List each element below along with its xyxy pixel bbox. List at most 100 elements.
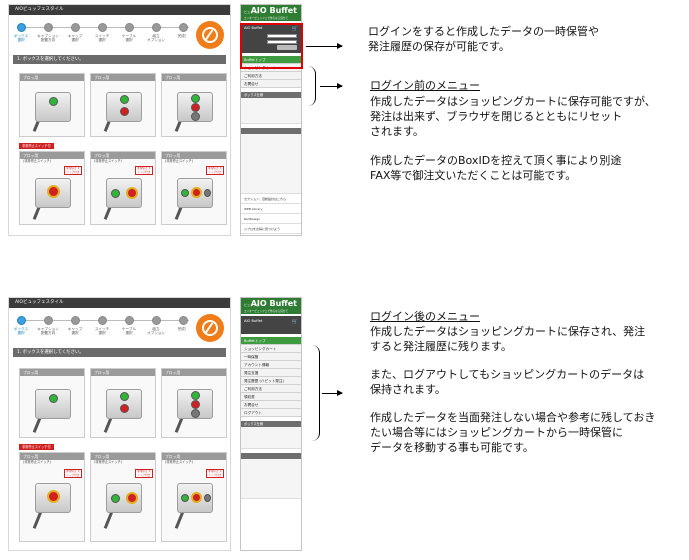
step-switch[interactable]: スイッチ 選択 — [90, 316, 114, 336]
green-button-icon — [111, 189, 120, 198]
menu-shopping-cart[interactable]: ショッピングカート — [241, 345, 301, 353]
menu-order-support[interactable]: 発注支援 — [241, 369, 301, 377]
box-card[interactable]: プロッ用 (非常停止スイッチ) 非常停止 スイッチ付き — [90, 151, 156, 225]
login-button[interactable] — [277, 45, 297, 50]
box-card[interactable]: プロッ用 — [19, 73, 85, 137]
preview-panel — [241, 459, 301, 499]
menu-order-history[interactable]: 発注履歴 (ハピット発注) — [241, 377, 301, 385]
menu-temporary-storage[interactable]: 一時保管 — [241, 353, 301, 361]
box-image — [106, 483, 142, 513]
menu-buffet-top[interactable]: Buffetトップ — [241, 56, 301, 64]
step-cable[interactable]: ケーブル 選択 — [117, 23, 141, 43]
arrow-to-before-note — [320, 83, 343, 89]
menu-buffet-top[interactable]: Buffetトップ — [241, 337, 301, 345]
menu-how-to-use[interactable]: ご利用方法 — [241, 72, 301, 80]
step-cap[interactable]: キャップ 選択 — [63, 316, 87, 336]
menu-logout[interactable]: ログアウト — [241, 409, 301, 417]
green-button-icon — [191, 94, 200, 103]
ad-web-library[interactable]: WEB Library — [241, 204, 301, 214]
step-caption[interactable]: キャプション 配置方向 — [36, 316, 60, 336]
box-image — [106, 178, 142, 208]
green-button-icon — [191, 391, 200, 400]
green-button-icon — [120, 95, 129, 104]
menu-contact[interactable]: お問合せ — [241, 401, 301, 409]
box-card[interactable]: プロッ用 (非常停止スイッチ) 非常停止 スイッチ付き — [19, 151, 85, 225]
buffet-logo-icon — [196, 21, 224, 49]
step-assembly[interactable]: 組立 オプション — [144, 316, 168, 336]
box-card[interactable]: プロッ用 (非常停止スイッチ) 非常停止 スイッチ付き — [161, 151, 227, 225]
emergency-stop-icon — [126, 187, 138, 199]
box-card[interactable]: プロッ用 (非常停止スイッチ) 非常停止 スイッチ付き — [90, 452, 156, 542]
menu-how-to-use[interactable]: ご利用方法 — [241, 385, 301, 393]
step-cap[interactable]: キャップ 選択 — [63, 23, 87, 43]
box-image — [177, 483, 213, 513]
box-card[interactable]: プロッ用 — [161, 73, 227, 137]
ad-auto-design[interactable]: セクション：自動設計はこちら — [241, 194, 301, 204]
green-button-icon — [181, 494, 189, 502]
step-box[interactable]: ボックス 選択 — [9, 23, 33, 43]
box-image — [106, 389, 142, 419]
user-box: AIO Buffet 🛒 — [241, 316, 301, 334]
step-indicator: ボックス 選択 キャプション 配置方向 キャップ 選択 スイッチ 選択 ケーブル… — [9, 15, 230, 55]
emergency-tag: 非常停止スイッチ付 — [19, 444, 54, 450]
box-image — [106, 92, 142, 122]
emergency-tag: 非常停止スイッチ付 — [19, 143, 54, 149]
warning-label: 非常停止 スイッチ付き — [64, 469, 82, 478]
brace-before-login — [306, 66, 316, 106]
green-button-icon — [49, 97, 58, 106]
box-card[interactable]: プロッ用 — [161, 368, 227, 438]
emergency-stop-icon — [47, 490, 60, 503]
box-card[interactable]: プロッ用 — [90, 73, 156, 137]
warning-label: 非常停止 スイッチ付き — [135, 166, 153, 175]
box-image — [177, 92, 213, 122]
aio-buffet-logo: ビュッフェ AIO Buffet エイオービュッフェで作るなら任せて — [241, 5, 301, 21]
emergency-stop-icon — [191, 187, 202, 198]
box-image — [177, 178, 213, 208]
cart-icon[interactable]: 🛒 — [291, 319, 298, 325]
step-cable[interactable]: ケーブル 選択 — [117, 316, 141, 336]
red-button-icon — [191, 400, 200, 409]
sidebar-menu: Buffetトップ ショッピングカート 一時保管 アカウント情報 発注支援 発注… — [241, 337, 301, 417]
top-note: ログインをすると作成したデータの一時保管や 発注履歴の保存が可能です。 — [368, 25, 599, 53]
ad-jipro[interactable]: ジプロをお得に見つけよう — [241, 224, 301, 234]
step-complete[interactable]: 完成！ — [171, 23, 195, 38]
step-assembly[interactable]: 組立 オプション — [144, 23, 168, 43]
grey-button-icon — [204, 494, 211, 502]
box-grid: プロッ用 プロッ用 プロッ用 非常停止スイッチ付 プロッ用 (非常停止スイッチ)… — [19, 73, 227, 233]
green-button-icon — [120, 392, 129, 401]
after-login-body: 作成したデータはショッピングカートに保存され、発注 すると発注履歴に残ります。 — [370, 325, 646, 353]
after-login-body-3: 作成したデータを当面発注しない場合や参考に残しておき たい場合等にはショッピング… — [370, 411, 656, 454]
cart-icon[interactable]: 🛒 — [291, 26, 298, 32]
grey-button-icon — [191, 112, 200, 121]
step-complete[interactable]: 完成！ — [171, 316, 195, 331]
box-image — [177, 389, 213, 419]
box-card[interactable]: プロッ用 — [19, 368, 85, 438]
red-button-icon — [120, 404, 129, 413]
step-box[interactable]: ボックス 選択 — [9, 316, 33, 336]
box-spec-panel — [241, 427, 301, 449]
box-card[interactable]: プロッ用 — [90, 368, 156, 438]
menu-account[interactable]: アカウント情報 — [241, 361, 301, 369]
box-image — [35, 92, 71, 122]
box-grid: プロッ用 プロッ用 プロッ用 非常停止スイッチ付 プロッ用 (非常停止スイッチ)… — [19, 368, 227, 548]
emergency-stop-icon — [126, 492, 138, 504]
emergency-stop-icon — [191, 492, 202, 503]
ad-reddesign[interactable]: RedDesign — [241, 214, 301, 224]
box-card[interactable]: プロッ用 (非常停止スイッチ) 非常停止 スイッチ付き — [19, 452, 85, 542]
arrow-to-top-note — [306, 43, 343, 49]
grey-button-icon — [204, 189, 211, 197]
login-password-input[interactable] — [267, 40, 297, 44]
preview-panel — [241, 134, 301, 194]
login-id-input[interactable] — [267, 34, 297, 38]
configurator-screenshot-bottom: AIOビュッフェスタイル ボックス 選択 キャプション 配置方向 キャップ 選択… — [8, 297, 231, 551]
box-spec-panel — [241, 98, 301, 124]
step-switch[interactable]: スイッチ 選択 — [90, 23, 114, 43]
menu-receipt[interactable]: 領収書 — [241, 393, 301, 401]
emergency-stop-icon — [47, 185, 60, 198]
aio-buffet-logo: ビュッフェ AIO Buffet エイオービュッフェで作るなら任せて — [241, 298, 301, 314]
step-caption[interactable]: キャプション 配置方向 — [36, 23, 60, 43]
menu-contact[interactable]: お問合せ — [241, 80, 301, 88]
login-highlight-box — [240, 23, 303, 69]
box-card[interactable]: プロッ用 (非常停止スイッチ) 非常停止 スイッチ付き — [161, 452, 227, 542]
sidebar-logged-in: ビュッフェ AIO Buffet エイオービュッフェで作るなら任せて AIO B… — [240, 297, 302, 551]
